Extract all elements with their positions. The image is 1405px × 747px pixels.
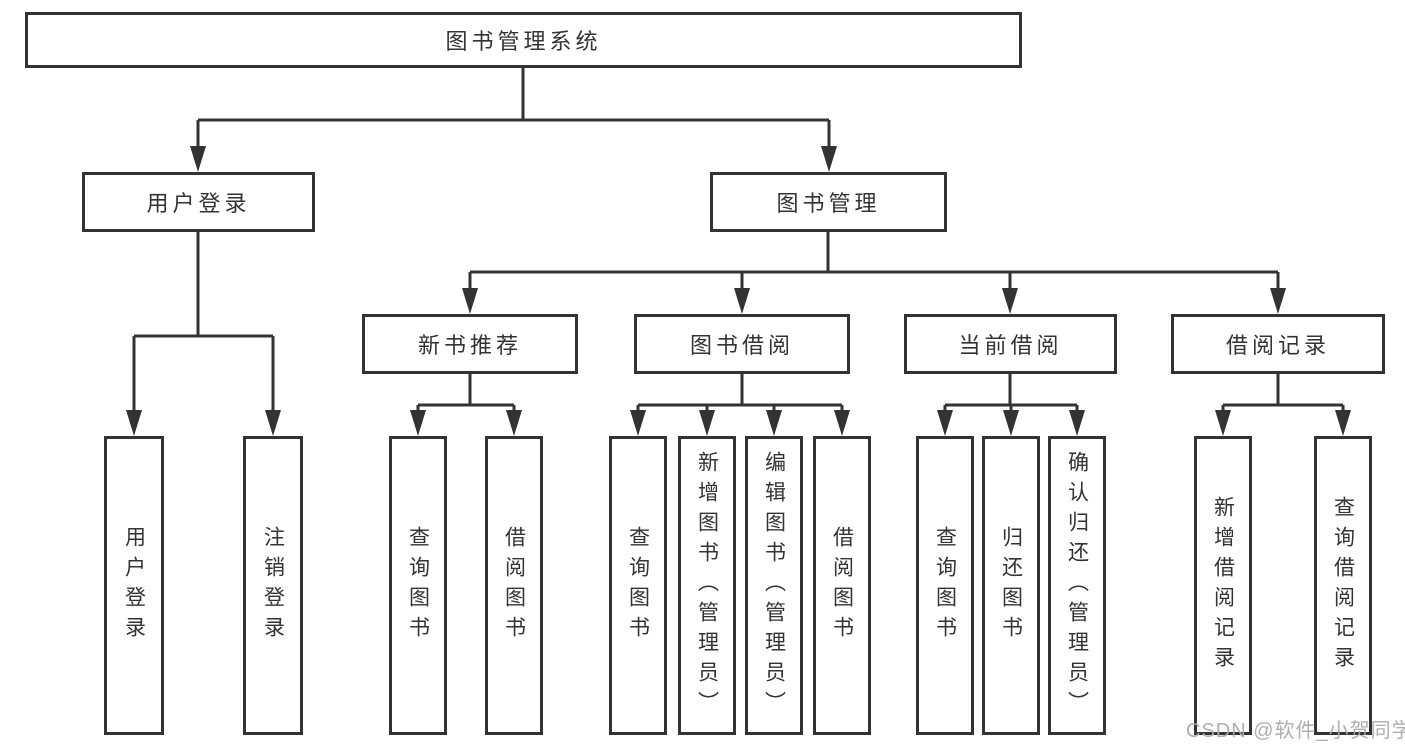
arrowhead <box>1003 410 1019 436</box>
connector-new-book-recommend-to-leaves <box>416 374 516 412</box>
leaf-current-query-books: 查询图书 <box>916 436 974 735</box>
node-library-management-system: 图书管理系统 <box>25 12 1022 68</box>
node-borrow-records: 借阅记录 <box>1171 314 1385 374</box>
node-book-management: 图书管理 <box>710 172 947 232</box>
arrowhead <box>126 410 142 436</box>
node-current-borrow: 当前借阅 <box>904 314 1117 374</box>
connector-current-borrow-to-leaves <box>943 374 1079 412</box>
arrowhead <box>1002 288 1018 314</box>
leaf-borrow-borrow-books: 借阅图书 <box>813 436 871 735</box>
arrowhead <box>1069 410 1085 436</box>
leaf-current-return-books: 归还图书 <box>982 436 1040 735</box>
csdn-watermark: CSDN @软件_小贺同学 <box>1186 720 1405 742</box>
node-book-borrow: 图书借阅 <box>634 314 850 374</box>
connector-user-login-to-leaves <box>132 232 275 412</box>
leaf-borrow-edit-books-admin: 编辑图书（管理员） <box>745 436 803 735</box>
arrowhead <box>699 410 715 436</box>
arrowhead <box>1215 410 1231 436</box>
leaf-records-add-record: 新增借阅记录 <box>1194 436 1252 735</box>
leaf-records-query-record: 查询借阅记录 <box>1314 436 1372 735</box>
leaf-user-login: 用户登录 <box>104 436 164 735</box>
arrowhead <box>821 146 837 172</box>
arrowhead <box>506 410 522 436</box>
node-new-book-recommend: 新书推荐 <box>362 314 578 374</box>
arrowhead <box>190 146 206 172</box>
leaf-current-confirm-return-admin: 确认归还（管理员） <box>1048 436 1106 735</box>
leaf-borrow-add-books-admin: 新增图书（管理员） <box>678 436 736 735</box>
leaf-recommend-query-books: 查询图书 <box>389 436 447 735</box>
arrowhead <box>630 410 646 436</box>
connector-book-management-to-level3 <box>468 232 1280 290</box>
connector-borrow-records-to-leaves <box>1221 374 1345 412</box>
arrowhead <box>410 410 426 436</box>
arrowhead <box>734 288 750 314</box>
leaf-recommend-borrow-books: 借阅图书 <box>485 436 543 735</box>
arrowhead <box>265 410 281 436</box>
connector-book-borrow-to-leaves <box>636 374 844 412</box>
node-user-login: 用户登录 <box>82 172 315 232</box>
arrowhead <box>834 410 850 436</box>
arrowhead <box>1270 288 1286 314</box>
arrowhead <box>937 410 953 436</box>
leaf-borrow-query-books: 查询图书 <box>609 436 667 735</box>
arrowhead <box>766 410 782 436</box>
leaf-logout: 注销登录 <box>243 436 303 735</box>
connector-root-to-level2 <box>196 68 831 148</box>
arrowhead <box>462 288 478 314</box>
arrowhead <box>1335 410 1351 436</box>
